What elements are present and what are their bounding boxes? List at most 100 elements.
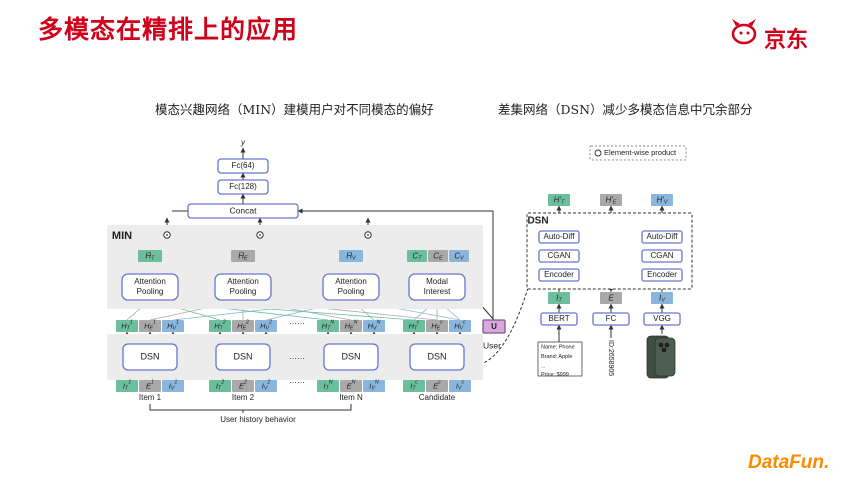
extractor-label-2: VGG xyxy=(653,314,671,323)
fc64-box xyxy=(217,158,269,174)
extractor-label-1: FC xyxy=(606,314,617,323)
dsn-box-label-3: DSN xyxy=(427,351,446,361)
legend-circle-icon xyxy=(594,149,602,157)
modal-interest-box xyxy=(408,273,466,301)
input-label-2-2: IVN xyxy=(369,380,379,392)
user-box xyxy=(482,319,506,334)
dsn-out-1-0 xyxy=(209,320,231,332)
dsn-out-label-0-1: HE1 xyxy=(144,320,156,332)
input-0-2 xyxy=(162,380,184,392)
user-box-label: U xyxy=(491,322,497,331)
dsn-detail-in-label-0: IT xyxy=(556,294,562,304)
ellipsis-2: …… xyxy=(289,376,305,385)
output-y: y xyxy=(240,138,246,147)
encoder-label-0: Encoder xyxy=(544,270,574,279)
input-1-2 xyxy=(255,380,277,392)
input-label-3-2: IVc xyxy=(456,380,465,392)
dsn-out-label-3-1: HEc xyxy=(431,320,443,332)
modal-out-label-2: CV xyxy=(454,252,465,262)
dsn-detail-out-1 xyxy=(600,194,622,206)
dsn-out-label-1-2: HV2 xyxy=(260,320,272,332)
encoder-box-0 xyxy=(538,268,580,282)
legend-box xyxy=(589,145,687,161)
pooled-0 xyxy=(138,250,162,262)
dsn-caption: 差集网络（DSN）减少多模态信息中冗余部分 xyxy=(498,102,753,117)
history-label: User history behavior xyxy=(220,415,296,424)
fc128-label: Fc(128) xyxy=(229,182,257,191)
dsn-out-3-1 xyxy=(426,320,448,332)
phone-image xyxy=(646,335,676,379)
product-dot-0 xyxy=(166,234,168,236)
dsn-box-0 xyxy=(122,343,178,371)
min-caption: 模态兴趣网络（MIN）建模用户对不同模态的偏好 xyxy=(155,102,434,117)
input-0-0 xyxy=(116,380,138,392)
dsn-out-1-1 xyxy=(232,320,254,332)
dsn-out-2-1 xyxy=(340,320,362,332)
ellipsis-1: …… xyxy=(289,352,305,361)
modal-out-label-0: CT xyxy=(412,252,422,262)
dsn-row-panel xyxy=(107,334,483,380)
dsn-out-2-0 xyxy=(317,320,339,332)
cgan-box-0 xyxy=(538,249,580,263)
dsn-out-label-3-2: HVc xyxy=(454,320,466,332)
id-text: ID:2658905 xyxy=(607,340,614,376)
product-dot-2 xyxy=(367,234,369,236)
concat-box xyxy=(187,203,299,219)
dsn-detail-out-0 xyxy=(548,194,570,206)
modal-out-label-1: CE xyxy=(433,252,443,262)
history-brace xyxy=(149,404,352,411)
input-2-0 xyxy=(317,380,339,392)
pooled-label-0: H̄T xyxy=(145,252,155,262)
modal-out-1 xyxy=(428,250,448,262)
input-label-1-0: IT2 xyxy=(216,380,224,392)
extractor-box-1 xyxy=(592,312,630,326)
dsn-box-label-2: DSN xyxy=(341,351,360,361)
input-3-1 xyxy=(426,380,448,392)
dsn-detail-in-2 xyxy=(651,292,673,304)
auto-diff-label-0: Auto-Diff xyxy=(544,232,576,241)
product-text-1: Brand: Apple xyxy=(541,354,573,360)
attention-label-a-2: Attention xyxy=(335,277,367,286)
jd-logo-text: 京东 xyxy=(764,28,809,53)
dsn-out-2-2 xyxy=(363,320,385,332)
fc128-box xyxy=(217,179,269,195)
dsn-box-2 xyxy=(323,343,379,371)
arrow-user-concat xyxy=(297,208,494,318)
dsn-out-label-2-2: HVN xyxy=(368,320,381,332)
min-panel xyxy=(107,225,483,309)
encoder-box-2 xyxy=(641,268,683,282)
auto-diff-box-2 xyxy=(641,230,683,244)
phone-camera-3 xyxy=(661,347,667,353)
product-dot-1 xyxy=(259,234,261,236)
dsn-detail-in-label-1: E xyxy=(608,294,614,303)
dsn-out-label-2-0: HTN xyxy=(322,320,335,332)
auto-diff-box-0 xyxy=(538,230,580,244)
input-label-2-1: EN xyxy=(347,380,356,391)
input-3-0 xyxy=(403,380,425,392)
dashed-dsn-link xyxy=(464,287,529,367)
dsn-box-3 xyxy=(409,343,465,371)
input-label-0-1: E1 xyxy=(146,380,154,391)
attention-label-b-1: Pooling xyxy=(230,287,257,296)
input-label-1-2: IV2 xyxy=(262,380,271,392)
ellipsis-0: …… xyxy=(289,317,305,326)
dsn-out-label-0-0: HT1 xyxy=(121,320,133,332)
product-card xyxy=(537,341,583,377)
modal-out-2 xyxy=(449,250,469,262)
item-label-1: Item 2 xyxy=(232,393,255,402)
datafun-logo: DataFun. xyxy=(748,452,830,473)
dsn-detail-in-0 xyxy=(548,292,570,304)
input-2-1 xyxy=(340,380,362,392)
dsn-out-1-2 xyxy=(255,320,277,332)
item-label-3: Candidate xyxy=(419,393,456,402)
cgan-label-0: CGAN xyxy=(547,251,570,260)
dsn-out-0-1 xyxy=(139,320,161,332)
cgan-label-2: CGAN xyxy=(650,251,673,260)
dsn-out-3-2 xyxy=(449,320,471,332)
attention-label-b-2: Pooling xyxy=(338,287,365,296)
legend-text: Element-wise product xyxy=(604,148,677,157)
attention-pooling-2 xyxy=(322,273,380,301)
attention-pooling-1 xyxy=(214,273,272,301)
product-text-2: ... xyxy=(541,363,546,369)
